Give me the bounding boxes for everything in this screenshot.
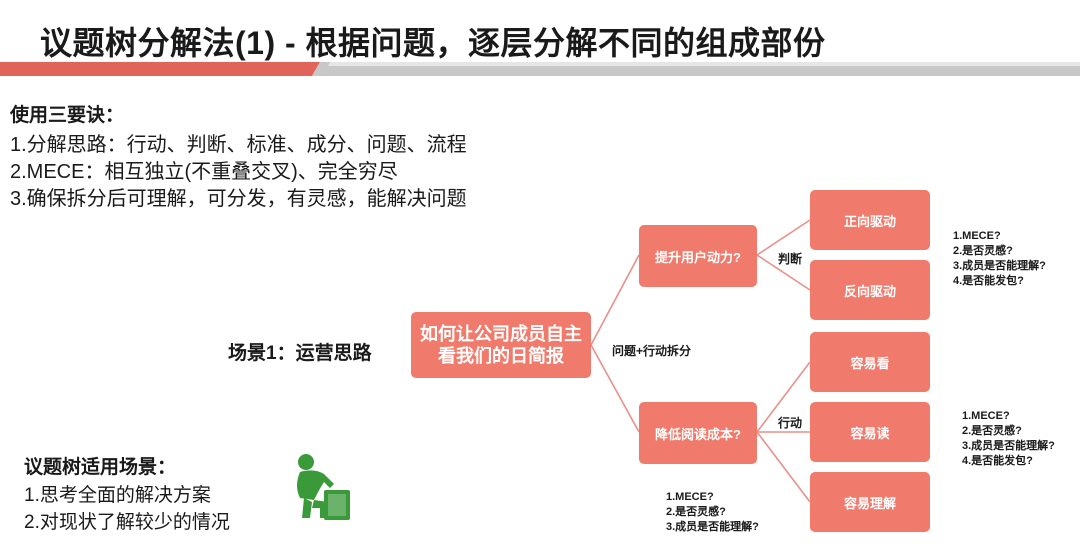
checklist-note-top: 1.MECE? 2.是否灵感? 3.成员是否能理解? 4.是否能发包? (953, 230, 1046, 287)
applicability-item: 2.对现状了解较少的情况 (24, 512, 230, 533)
leaf-node[interactable]: 容易理解 (810, 472, 930, 532)
leaf-node[interactable]: 容易看 (810, 332, 930, 392)
page-title: 议题树分解法(1) - 根据问题，逐层分解不同的组成部份 (40, 25, 826, 61)
applicability-heading: 议题树适用场景： (24, 457, 177, 478)
checklist-note-lower: 1.MECE? 2.是否灵感? 3.成员是否能理解? (666, 491, 759, 533)
branch-top-edge-label: 判断 (778, 252, 803, 266)
title-underline-band (0, 62, 1080, 76)
rule-item: 1.分解思路：行动、判断、标准、成分、问题、流程 (10, 134, 467, 156)
rule-item: 2.MECE：相互独立(不重叠交叉)、完全穷尽 (10, 161, 398, 183)
branch-node-top[interactable]: 提升用户动力? (639, 225, 757, 287)
root-node[interactable]: 如何让公司成员自主看我们的日简报 (411, 312, 591, 378)
leaf-node[interactable]: 容易读 (810, 402, 930, 462)
scene-label: 场景1：运营思路 (228, 343, 372, 364)
leaf-node[interactable]: 正向驱动 (810, 190, 930, 250)
branch-bottom-edge-label: 行动 (778, 416, 803, 430)
rules-heading: 使用三要诀： (10, 105, 125, 126)
root-edge-label: 问题+行动拆分 (612, 344, 692, 358)
applicability-item: 1.思考全面的解决方案 (24, 485, 211, 506)
rule-item: 3.确保拆分后可理解，可分发，有灵感，能解决问题 (10, 188, 467, 210)
leaf-node[interactable]: 反向驱动 (810, 260, 930, 320)
checklist-note-bottom: 1.MECE? 2.是否灵感? 3.成员是否能理解? 4.是否能发包? (962, 410, 1055, 467)
branch-node-bottom[interactable]: 降低阅读成本? (639, 402, 757, 464)
thinker-icon (290, 452, 356, 527)
